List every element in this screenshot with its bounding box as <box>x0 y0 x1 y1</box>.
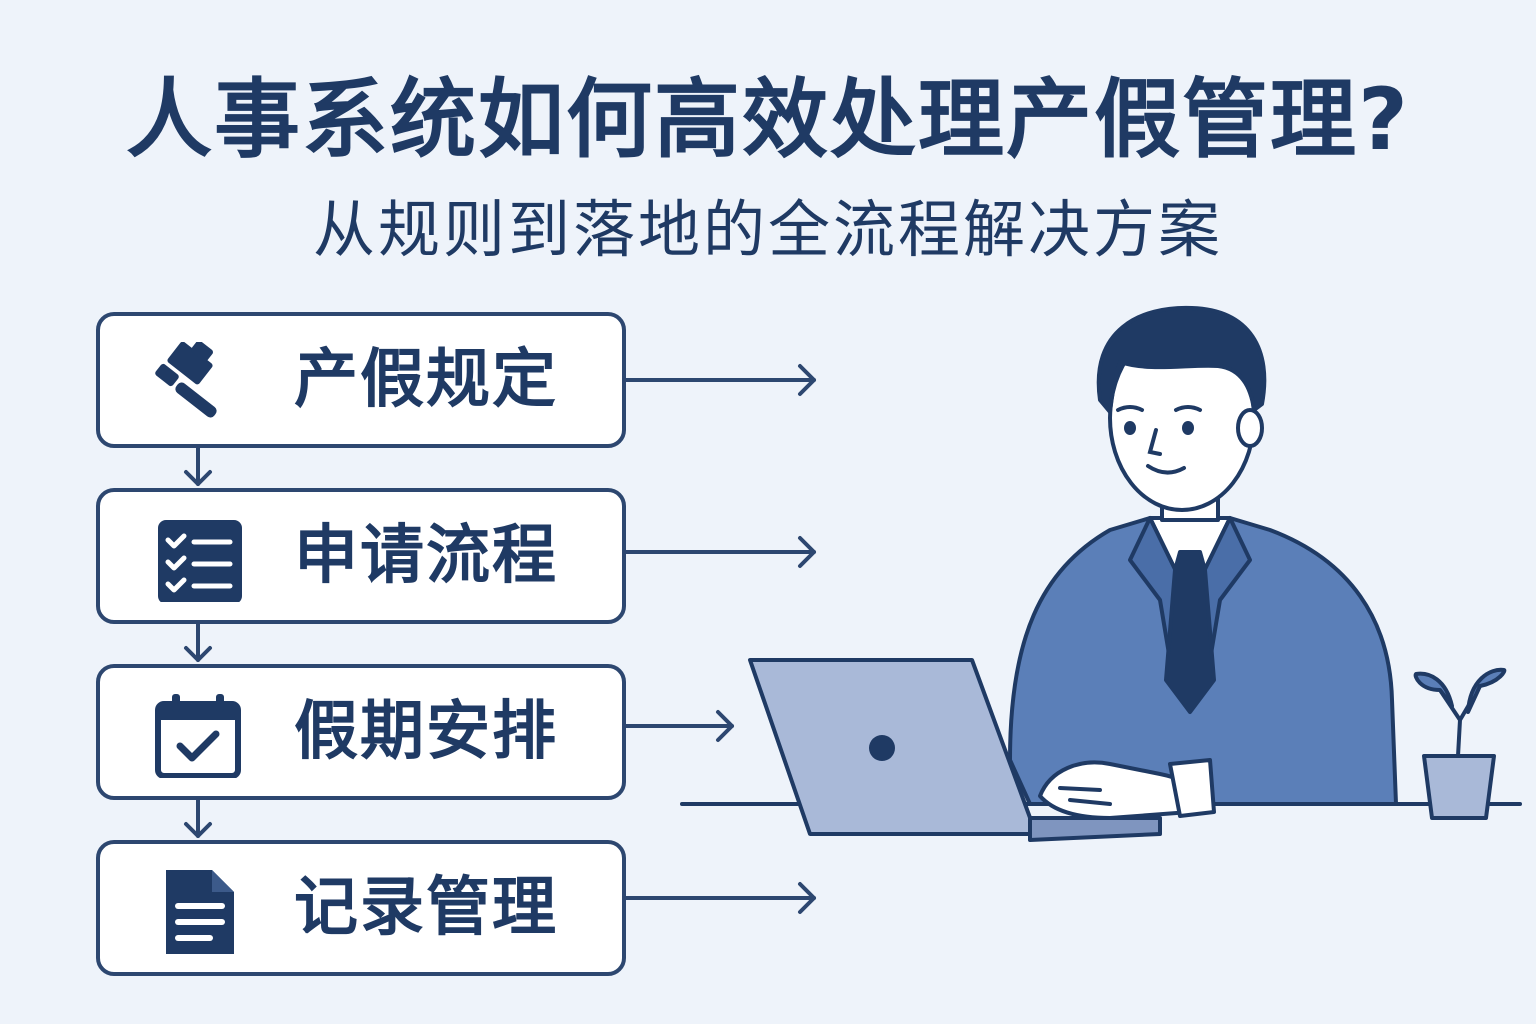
step-label-application-process: 申请流程 <box>294 519 558 593</box>
document-icon <box>166 870 234 954</box>
step-label-maternity-rules: 产假规定 <box>294 343 558 417</box>
down-arrow-2 <box>184 622 212 662</box>
step-box-record-management: 记录管理 <box>96 840 626 976</box>
plant-pot <box>1413 667 1507 820</box>
gavel-icon <box>155 342 217 418</box>
plant-leaf-right <box>1466 667 1507 714</box>
step-box-maternity-rules: 产假规定 <box>96 312 626 448</box>
right-arrow-4 <box>624 882 816 914</box>
calendar-check-icon <box>155 694 241 778</box>
laptop-base <box>1028 816 1162 842</box>
face-details <box>1124 421 1194 435</box>
page-subtitle: 从规则到落地的全流程解决方案 <box>312 193 1223 266</box>
down-arrow-3 <box>184 798 212 838</box>
right-arrow-3 <box>624 710 734 742</box>
down-arrow-1 <box>184 446 212 486</box>
tie <box>1164 550 1216 714</box>
laptop-logo <box>869 735 895 761</box>
plant-leaf-left <box>1413 671 1454 708</box>
step-box-application-process: 申请流程 <box>96 488 626 624</box>
right-arrow-2 <box>624 536 816 568</box>
checklist-icon <box>158 520 242 602</box>
step-label-leave-schedule: 假期安排 <box>294 695 558 769</box>
hair <box>1096 305 1267 414</box>
step-box-leave-schedule: 假期安排 <box>96 664 626 800</box>
cuff <box>1168 758 1216 818</box>
step-label-record-management: 记录管理 <box>294 871 558 945</box>
page-title: 人事系统如何高效处理产假管理? <box>126 70 1410 170</box>
right-arrow-1 <box>624 364 816 396</box>
